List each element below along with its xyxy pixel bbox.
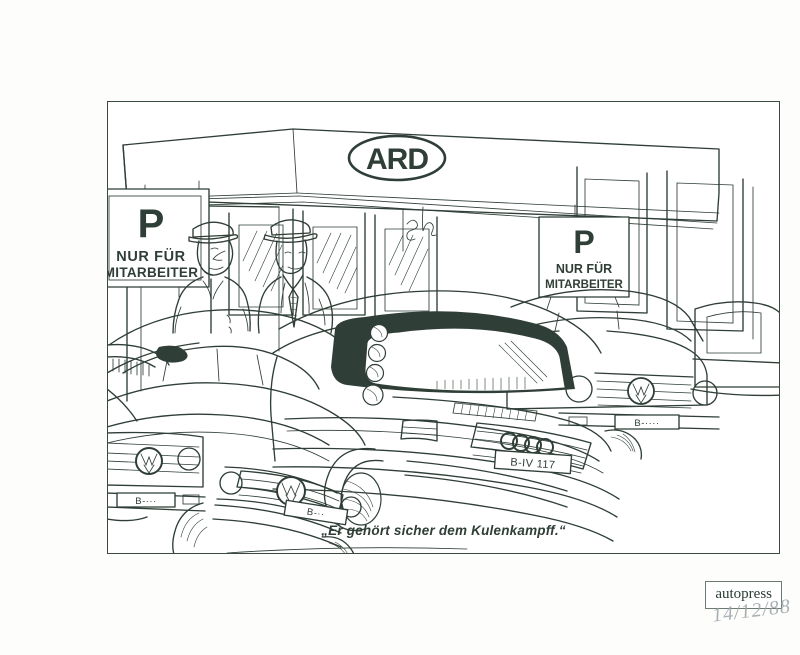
- tv-control-knobs: [362, 323, 389, 406]
- svg-text:MITARBEITER: MITARBEITER: [107, 265, 198, 280]
- car-far-right: [690, 301, 779, 397]
- svg-text:B-IV 117: B-IV 117: [510, 456, 556, 471]
- autopress-label: autopress: [715, 586, 772, 602]
- svg-text:NUR FÜR: NUR FÜR: [116, 248, 185, 265]
- right-sign-line1: NUR FÜR: [0, 0, 1, 1]
- svg-text:NUR FÜR: NUR FÜR: [556, 261, 612, 276]
- tv-windscreen: [331, 311, 575, 406]
- left-sign-line1: NUR FÜR: [0, 0, 1, 1]
- right-sign-line2: MITARBEITER: [0, 0, 1, 1]
- car-left-wheel-rear: [322, 536, 355, 553]
- svg-text:ARD: ARD: [366, 143, 428, 176]
- car-far-left: B-···: [108, 343, 206, 522]
- building-logo-text: ARD: [0, 0, 1, 1]
- autopress-stamp: autopress: [705, 581, 782, 609]
- left-sign-line2: MITARBEITER: [0, 0, 1, 1]
- artist-signature: [402, 206, 437, 252]
- artist-signature-text: eh: [0, 0, 1, 1]
- car-left: B-··: [108, 309, 366, 553]
- studio-building: ARD: [122, 128, 754, 402]
- cartoon-caption: „Er gehört sicher dem Kulenkampff.“: [321, 523, 566, 538]
- svg-text:B-····: B-····: [634, 418, 659, 429]
- right-parking-sign: P NUR FÜR MITARBEITER: [538, 204, 630, 310]
- vw-badge-far-left: [135, 447, 163, 475]
- car-center-audi: B-IV 117: [269, 290, 620, 542]
- cowl-vent: [452, 402, 538, 422]
- person-guard: [172, 221, 251, 334]
- svg-text:P: P: [573, 224, 594, 260]
- entrance-doors: [228, 208, 438, 318]
- audi-grille: [470, 422, 592, 474]
- svg-text:MITARBEITER: MITARBEITER: [545, 279, 623, 291]
- svg-text:B-··: B-··: [306, 507, 325, 521]
- svg-text:B-···: B-···: [135, 496, 157, 507]
- car-right: B-····: [498, 289, 720, 460]
- person-visitor: [257, 219, 334, 334]
- vw-badge-right: [627, 377, 655, 405]
- svg-text:P: P: [138, 202, 165, 246]
- left-parking-sign: P NUR FÜR MITARBEITER: [107, 180, 210, 298]
- center-car-plate: B-IV 117: [0, 0, 1, 1]
- cartoon-drawing: .ln{fill:none;stroke:#2f3e36;stroke-widt…: [107, 102, 779, 553]
- vw-badge-left: [276, 476, 306, 506]
- audi-front-wheel: [323, 447, 384, 532]
- ard-logo: ARD: [347, 134, 447, 182]
- cartoon-artboard: .ln{fill:none;stroke:#2f3e36;stroke-widt…: [107, 101, 780, 554]
- car-left-wheel-front: [172, 502, 208, 553]
